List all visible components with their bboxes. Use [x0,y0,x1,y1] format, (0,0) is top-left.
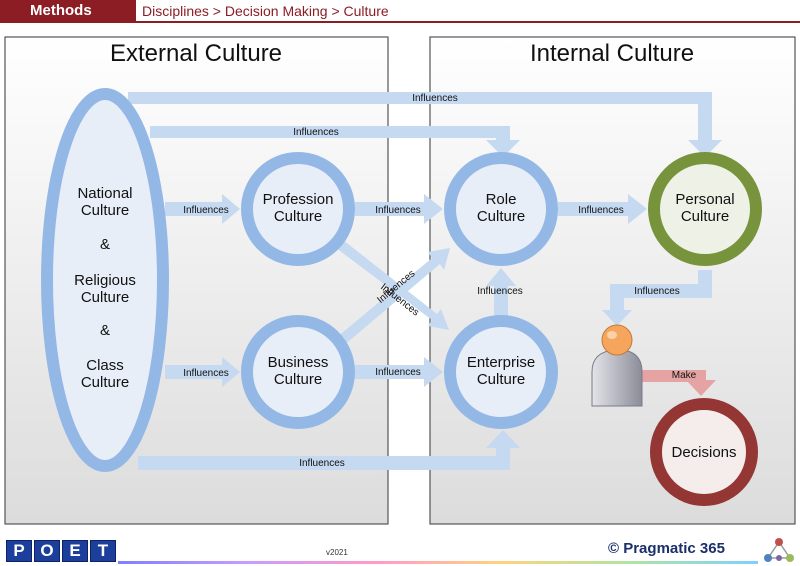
label-make: Make [672,370,697,381]
version-label: v2021 [326,548,348,557]
arrow-profession-to-enterprise [336,240,449,330]
personal-line-1: Personal [675,191,734,208]
business-line-1: Business [268,354,329,371]
arrow-role-to-personal [558,194,647,224]
ellipse-line-6: & [100,322,110,339]
national-culture-ellipse[interactable] [41,88,169,472]
section-label[interactable]: Methods [0,0,136,22]
brand-name: © Pragmatic 365 [608,540,725,557]
label-influences-profession: Influences [183,205,229,216]
ellipse-line-7: Class [86,357,124,374]
ellipse-line-3: & [100,236,110,253]
arrow-profession-to-role [355,194,443,224]
label-influences-bottom: Influences [299,458,345,469]
arrow-national-to-business [165,357,240,387]
arrow-personal-to-person [602,270,712,326]
role-line-1: Role [486,191,517,208]
label-influences-personal-person: Influences [634,286,680,297]
header-divider [0,21,800,23]
label-influences-upper: Influences [293,127,339,138]
ellipse-line-4: Religious [74,272,136,289]
label-influences-top: Influences [412,93,458,104]
personal-line-2: Culture [681,208,729,225]
label-influences-ent-role: Influences [477,286,523,297]
role-culture-node[interactable]: Role Culture [444,152,558,266]
arrow-person-to-decisions [636,370,716,396]
footer-gradient-line [118,561,758,564]
business-line-2: Culture [274,371,322,388]
role-line-2: Culture [477,208,525,225]
arrow-national-to-personal [128,92,722,157]
profession-line-2: Culture [274,208,322,225]
label-influences-bus-ent: Influences [375,367,421,378]
profession-line-1: Profession [263,191,334,208]
decisions-node[interactable]: Decisions [650,398,758,506]
arrow-business-to-enterprise [355,357,443,387]
network-logo-icon [764,538,794,562]
arrow-national-to-enterprise [138,430,520,470]
poet-letter-p: P [6,540,32,562]
arrow-enterprise-to-role [486,268,516,318]
label-influences-business: Influences [183,368,229,379]
ellipse-line-8: Culture [81,374,129,391]
label-influences-role-personal: Influences [578,205,624,216]
label-influences-prof-role: Influences [375,205,421,216]
breadcrumb[interactable]: Disciplines > Decision Making > Culture [142,3,389,19]
profession-culture-node[interactable]: Profession Culture [241,152,355,266]
ellipse-line-1: National [77,185,132,202]
business-culture-node[interactable]: Business Culture [241,315,355,429]
ellipse-text: National Culture & Religious Culture & C… [74,185,136,391]
personal-culture-node[interactable]: Personal Culture [648,152,762,266]
enterprise-culture-node[interactable]: Enterprise Culture [444,315,558,429]
enterprise-line-1: Enterprise [467,354,535,371]
arrow-business-to-role [336,248,450,346]
poet-letter-o: O [34,540,60,562]
header-bar: Methods Disciplines > Decision Making > … [0,0,800,23]
poet-letter-e: E [62,540,88,562]
external-culture-title: External Culture [110,40,282,67]
arrow-national-to-profession [165,194,240,224]
arrow-national-to-role [150,126,520,157]
enterprise-line-2: Culture [477,371,525,388]
ellipse-line-5: Culture [81,289,129,306]
decisions-label: Decisions [671,444,736,461]
poet-logo: P O E T [6,540,118,562]
culture-diagram: External Culture Internal Culture Influe… [4,36,796,525]
ellipse-line-2: Culture [81,202,129,219]
internal-culture-title: Internal Culture [530,40,694,67]
poet-letter-t: T [90,540,116,562]
person-icon [591,324,643,407]
